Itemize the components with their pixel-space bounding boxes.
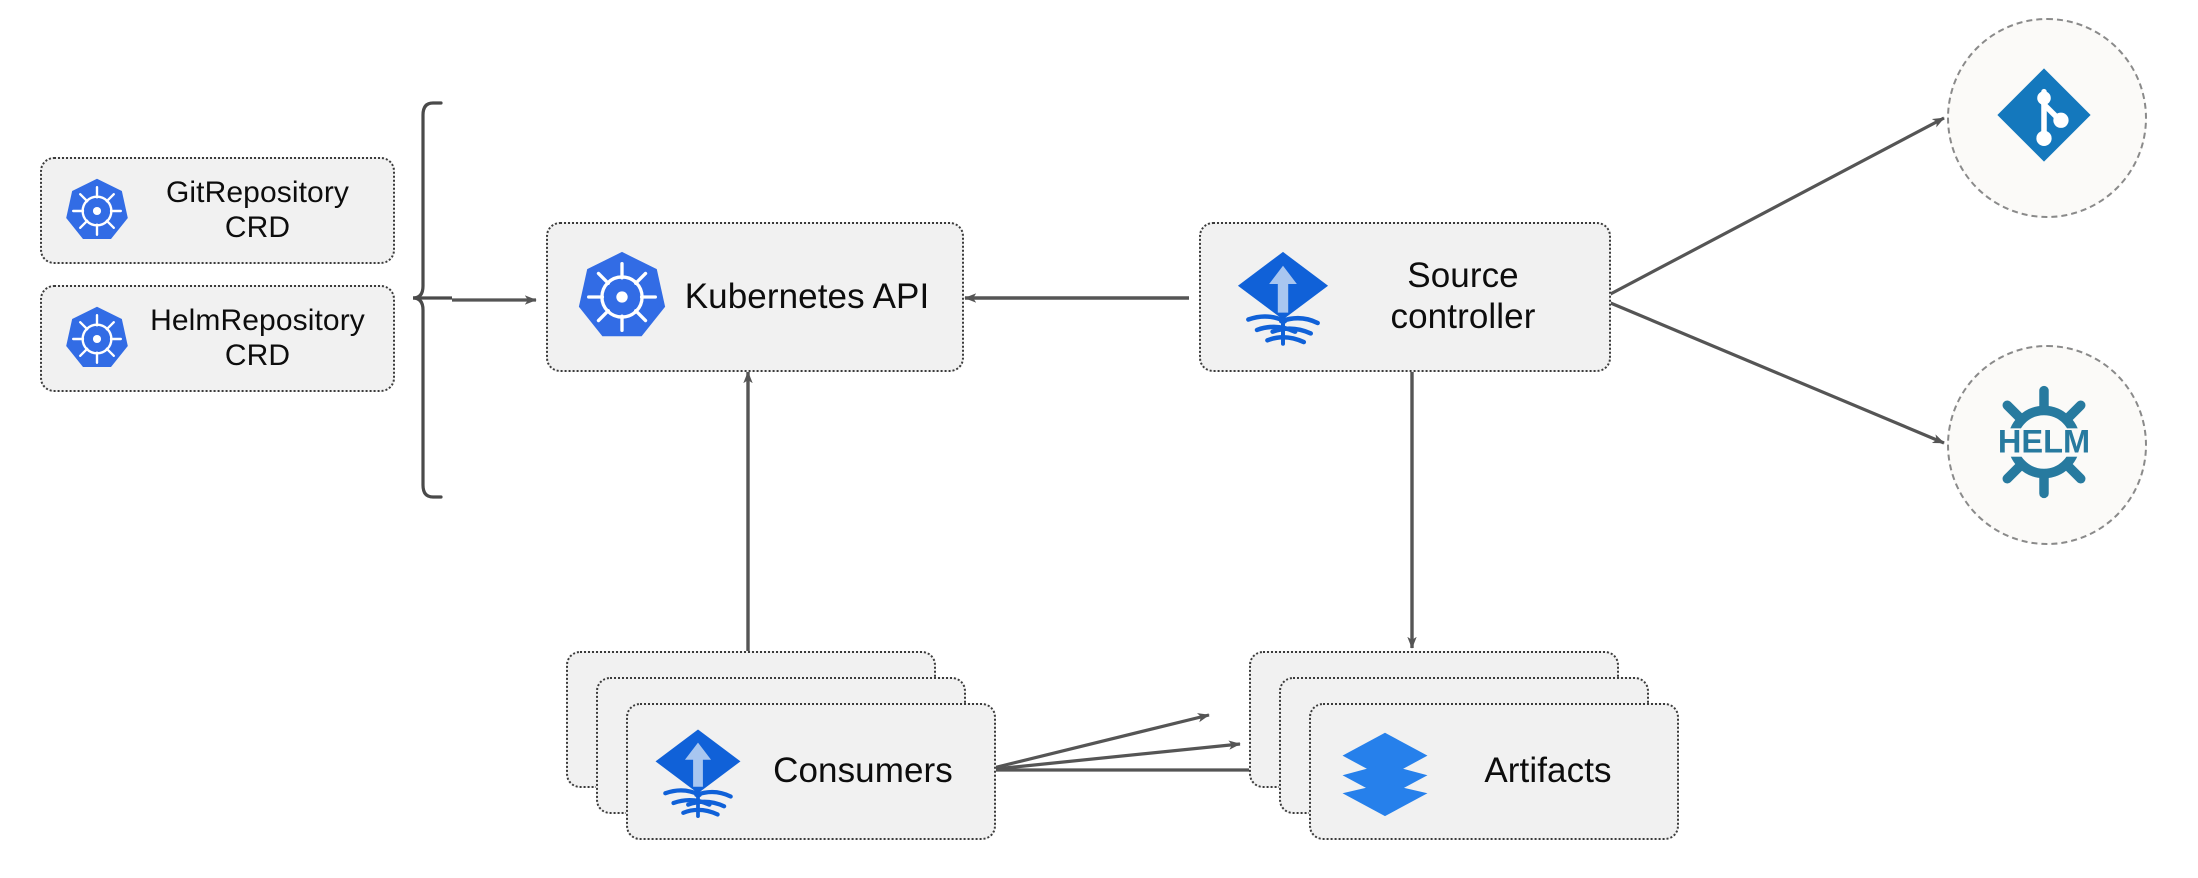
node-helm-provider[interactable]: HELM <box>1947 345 2147 545</box>
node-label: Kubernetes API <box>684 276 930 316</box>
edge-source-to-helm <box>1600 297 1945 445</box>
node-artifacts[interactable]: Artifacts <box>1309 703 1679 840</box>
node-label: HelmRepository CRD <box>150 303 365 372</box>
node-label: Source controller <box>1390 256 1536 336</box>
node-label: GitRepository CRD <box>165 175 350 244</box>
kubernetes-icon <box>58 300 136 378</box>
node-git-repository-crd[interactable]: GitRepository CRD <box>40 157 395 264</box>
kubernetes-icon <box>58 172 136 250</box>
edge-source-to-git <box>1600 116 1945 301</box>
helm-wordmark: HELM <box>1998 424 2090 460</box>
kubernetes-icon <box>570 245 674 349</box>
node-label: Consumers <box>773 751 953 791</box>
node-label: Artifacts <box>1484 751 1612 791</box>
edge-consumers-to-artifacts-1 <box>984 713 1210 772</box>
node-source-controller[interactable]: Source controller <box>1199 222 1611 372</box>
flux-icon <box>1227 241 1339 353</box>
node-consumers[interactable]: Consumers <box>626 703 996 840</box>
layers-icon <box>1333 720 1437 824</box>
flux-icon <box>646 720 750 824</box>
git-icon <box>1991 62 2103 174</box>
node-git-provider[interactable] <box>1947 18 2147 218</box>
edge-consumers-to-artifacts-2 <box>984 740 1241 772</box>
node-helm-repository-crd[interactable]: HelmRepository CRD <box>40 285 395 392</box>
node-kubernetes-api[interactable]: Kubernetes API <box>546 222 964 372</box>
helm-icon: HELM <box>1981 379 2113 511</box>
